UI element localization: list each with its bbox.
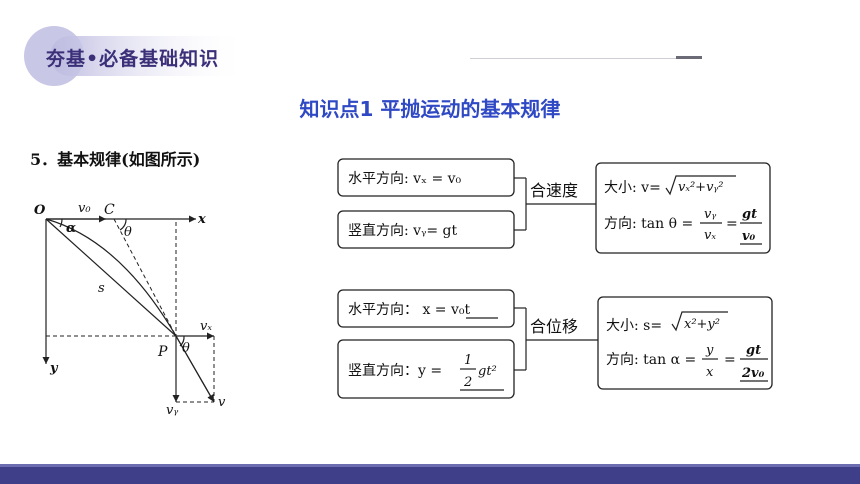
footer-accent	[0, 464, 860, 467]
velocity-block: 水平方向: vₓ = v₀ 竖直方向: vᵧ= gt 合速度 大小: v= vₓ…	[337, 158, 771, 254]
footer-bar	[0, 464, 860, 484]
label-v0: v₀	[78, 201, 91, 216]
label-theta-c: θ	[124, 225, 132, 240]
v-arrow	[175, 335, 215, 403]
velocity-horizontal-text: 水平方向: vₓ = v₀	[348, 171, 462, 187]
displacement-vertical-prefix: 竖直方向：y =	[348, 362, 442, 379]
displacement-vertical-box	[337, 339, 515, 399]
label-theta-p: θ	[182, 341, 190, 356]
theta-arc-p	[179, 335, 185, 347]
displacement-magnitude-expr: x²+y²	[684, 317, 720, 332]
label-alpha: α	[66, 221, 76, 236]
displacement-half-den: 2	[463, 375, 472, 390]
displacement-ratio-den: x	[706, 365, 714, 380]
velocity-result-num: gt	[742, 207, 757, 222]
header-divider	[470, 58, 688, 59]
velocity-sqrt-sign	[665, 175, 736, 196]
alpha-arc	[59, 218, 63, 228]
theta-arc-c	[119, 218, 127, 231]
displacement-sqrt-sign	[671, 311, 728, 332]
label-vy: vᵧ	[166, 403, 178, 418]
trajectory-curve	[45, 218, 215, 403]
displacement-direction-prefix: 方向: tan α =	[606, 352, 696, 368]
velocity-result-den: v₀	[742, 229, 756, 244]
header-dash	[676, 56, 702, 59]
displacement-block: 水平方向： x = v₀t 竖直方向：y = 1 2 gt² 合位移 大小: s…	[337, 289, 773, 399]
knowledge-point-title: 知识点1 平抛运动的基本规律	[299, 97, 561, 121]
tangent-line	[113, 218, 177, 337]
displacement-result-box	[597, 296, 773, 390]
label-o: O	[34, 203, 46, 218]
velocity-result-box	[595, 162, 771, 254]
displacement-result-num: gt	[746, 343, 761, 358]
displacement-eq: =	[724, 352, 736, 368]
label-s: s	[98, 281, 105, 296]
label-v: v	[218, 395, 226, 410]
velocity-eq: =	[726, 216, 738, 232]
label-vx: vₓ	[200, 319, 212, 334]
velocity-direction-prefix: 方向: tan θ =	[604, 216, 693, 232]
displacement-line	[45, 218, 177, 337]
displacement-half-num: 1	[464, 353, 472, 368]
header-title: 夯基•必备基础知识	[46, 48, 220, 70]
section-label: 5．基本规律(如图所示)	[30, 150, 201, 169]
displacement-result-den: 2v₀	[741, 366, 765, 381]
velocity-magnitude-expr: vₓ²+vᵧ²	[678, 180, 724, 195]
displacement-ratio-num: y	[705, 343, 714, 358]
displacement-combine-label: 合位移	[530, 317, 578, 336]
projectile-figure: O v₀ C x α θ s P θ vₓ y vᵧ v	[34, 201, 226, 418]
displacement-horizontal-text: 水平方向： x = v₀t	[348, 302, 470, 318]
displacement-magnitude-prefix: 大小: s=	[606, 318, 662, 334]
velocity-vertical-text: 竖直方向: vᵧ= gt	[348, 222, 457, 239]
velocity-ratio-num: vᵧ	[704, 207, 716, 222]
header-badge	[24, 26, 250, 86]
label-x: x	[197, 212, 206, 227]
displacement-vertical-suffix: gt²	[478, 364, 497, 379]
label-y: y	[49, 361, 59, 376]
velocity-combine-label: 合速度	[530, 181, 578, 200]
velocity-ratio-den: vₓ	[704, 228, 716, 243]
velocity-magnitude-prefix: 大小: v=	[604, 180, 661, 196]
label-c: C	[104, 202, 115, 218]
label-p: P	[157, 344, 168, 360]
